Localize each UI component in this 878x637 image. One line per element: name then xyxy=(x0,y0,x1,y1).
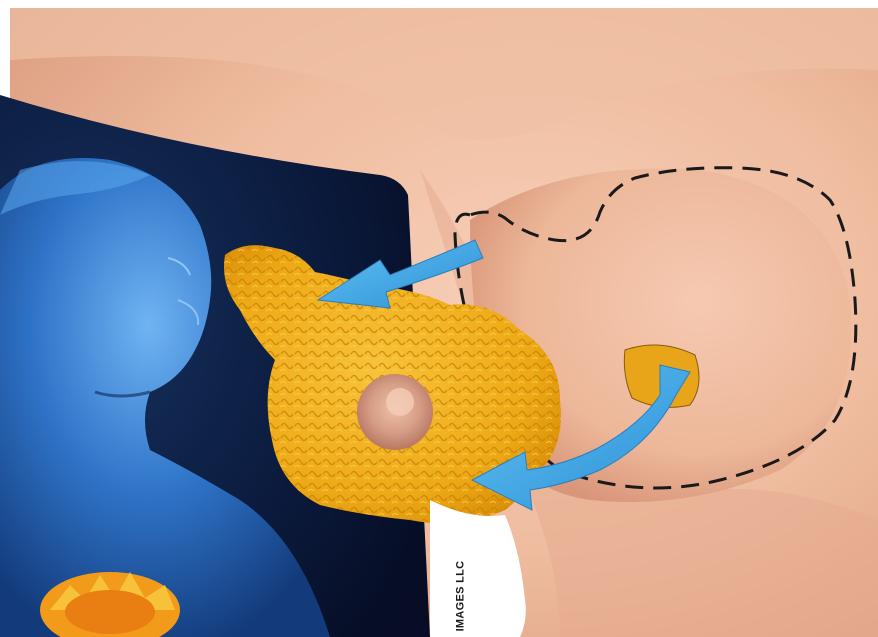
photo-credit: IMAGES LLC xyxy=(440,560,480,632)
photo-credit-text: IMAGES LLC xyxy=(454,561,466,632)
